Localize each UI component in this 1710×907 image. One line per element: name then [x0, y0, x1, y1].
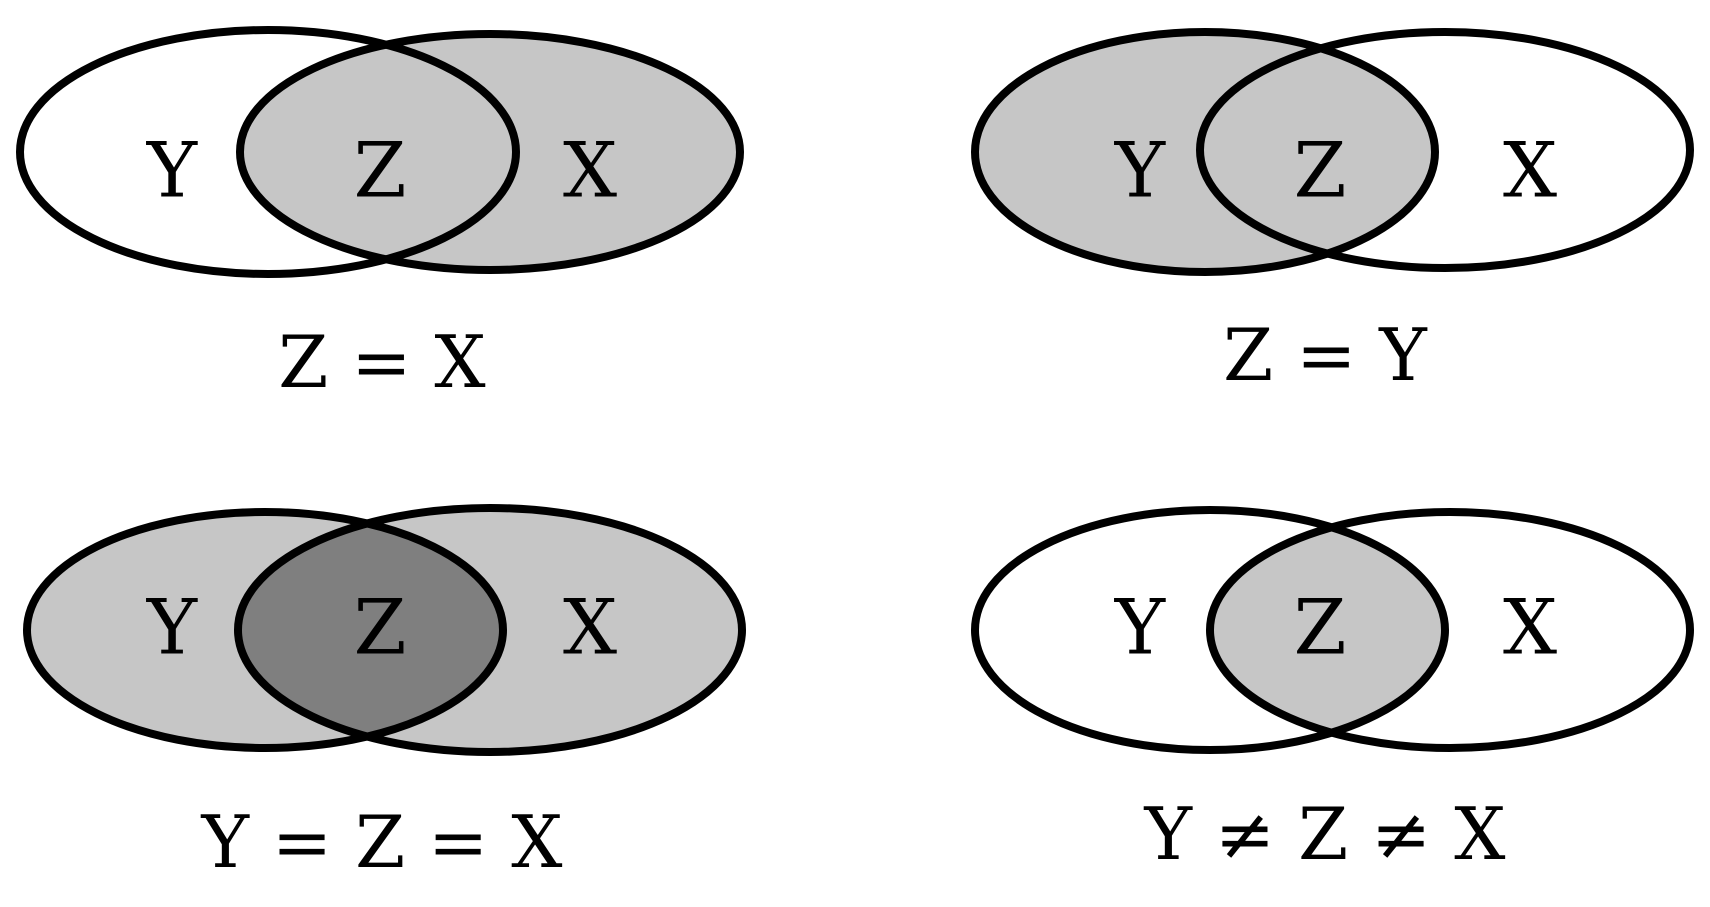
set-x-outline [234, 504, 746, 756]
label-z: Z [1294, 126, 1347, 215]
label-z: Z [354, 126, 407, 215]
set-y-outline [971, 506, 1449, 754]
label-y: Y [146, 583, 198, 672]
set-x-outline [236, 30, 744, 274]
set-z-lens [238, 512, 503, 748]
label-x: X [563, 583, 617, 672]
venn-panel-y-eq-z-eq-x: Y Z X Y = Z = X [23, 504, 746, 884]
set-y-outline [971, 28, 1439, 276]
label-y: Y [1114, 583, 1166, 672]
equation: Z = X [278, 320, 485, 404]
set-z-lens [1210, 512, 1445, 748]
set-y-outline [16, 26, 520, 278]
equation: Z = Y [1223, 313, 1428, 397]
label-z: Z [354, 583, 407, 672]
equation: Y ≠ Z ≠ X [1143, 792, 1505, 876]
set-x-outline [1206, 508, 1694, 752]
label-x: X [563, 126, 617, 215]
label-y: Y [1114, 126, 1166, 215]
label-x: X [1503, 126, 1557, 215]
set-z-lens [240, 34, 516, 270]
label-y: Y [146, 126, 198, 215]
label-x: X [1503, 583, 1557, 672]
equation: Y = Z = X [200, 800, 562, 884]
venn-panel-y-ne-z-ne-x: Y Z X Y ≠ Z ≠ X [971, 506, 1694, 876]
label-z: Z [1294, 583, 1347, 672]
venn-panel-z-eq-x: Y Z X Z = X [16, 26, 744, 404]
set-y-outline [23, 508, 507, 752]
venn-panel-z-eq-y: Y Z X Z = Y [971, 28, 1694, 397]
set-z-lens [1200, 32, 1435, 268]
set-x-outline [1196, 28, 1694, 272]
